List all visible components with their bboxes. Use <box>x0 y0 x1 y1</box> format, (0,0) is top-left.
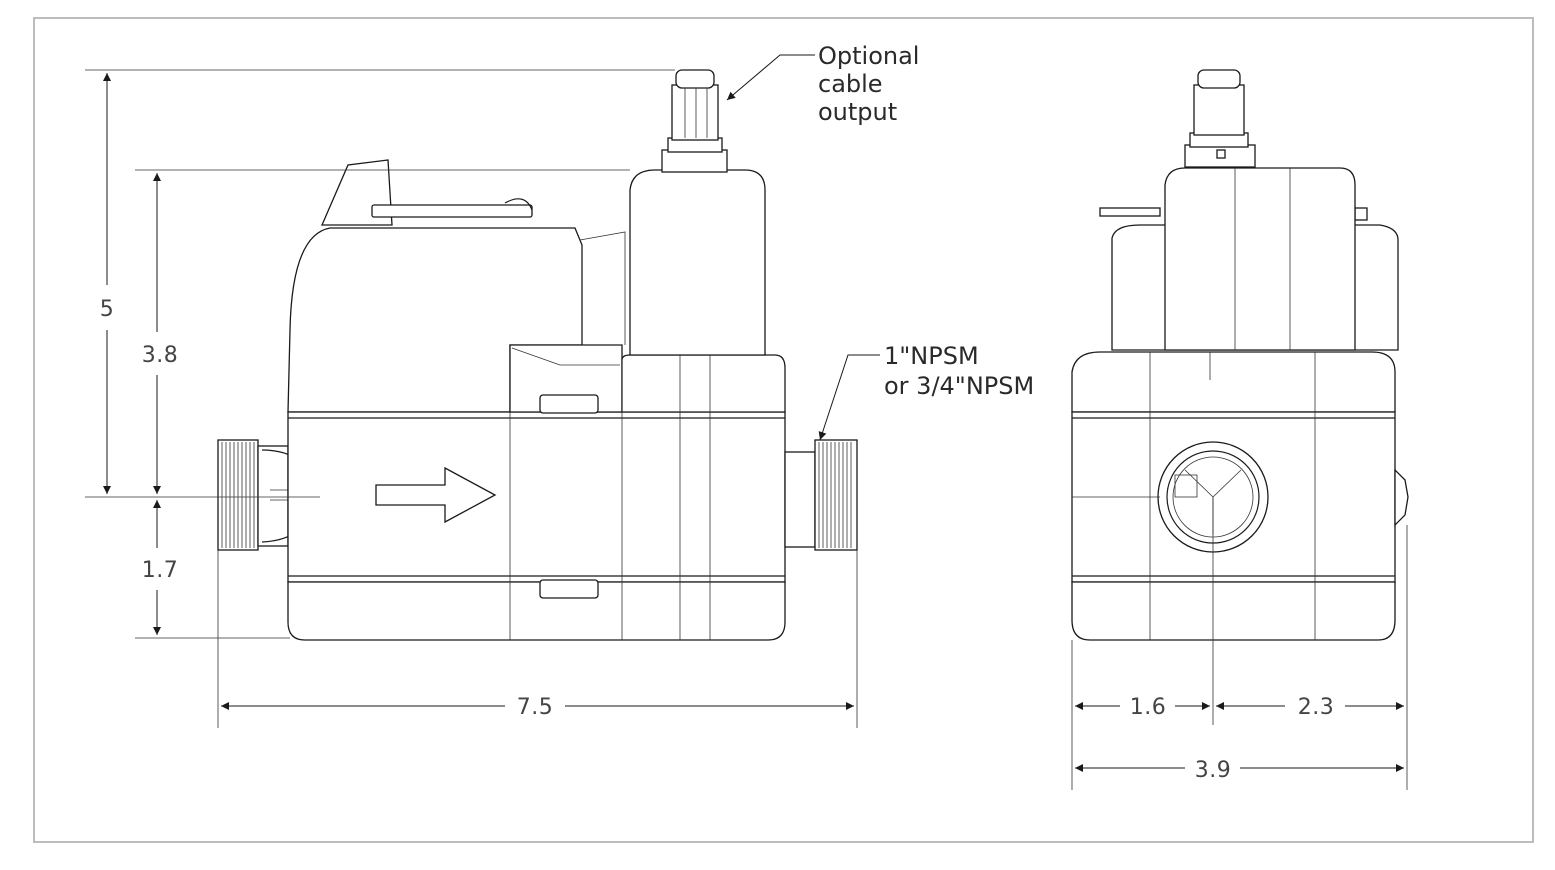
callout-cable-line3: output <box>818 98 897 126</box>
callout-cable-line1: Optional <box>818 42 919 70</box>
top-cover <box>321 159 626 345</box>
dimensions: 5 3.8 1.7 7.5 1.6 2.3 3.9 <box>85 69 1408 790</box>
dim-total-width: 3.9 <box>1195 758 1232 783</box>
side-view <box>217 69 858 641</box>
callout-thread-line2: or 3/4"NPSM <box>884 372 1034 400</box>
sensor-tower <box>629 69 766 356</box>
dim-lower-height: 1.7 <box>142 558 179 583</box>
main-body <box>287 227 786 641</box>
end-view <box>1071 69 1409 725</box>
right-connector <box>784 439 858 551</box>
dim-right-offset: 2.3 <box>1298 695 1335 720</box>
callouts: Optional cable output 1"NPSM or 3/4"NPSM <box>726 42 1034 441</box>
dim-body-height: 3.8 <box>142 343 179 368</box>
callout-thread-line1: 1"NPSM <box>884 342 979 370</box>
flow-arrow-icon <box>375 466 497 524</box>
dim-total-height: 5 <box>100 297 115 322</box>
dim-total-length: 7.5 <box>517 695 554 720</box>
dim-left-offset: 1.6 <box>1130 695 1167 720</box>
callout-cable-line2: cable <box>818 70 883 98</box>
left-connector <box>217 439 322 551</box>
